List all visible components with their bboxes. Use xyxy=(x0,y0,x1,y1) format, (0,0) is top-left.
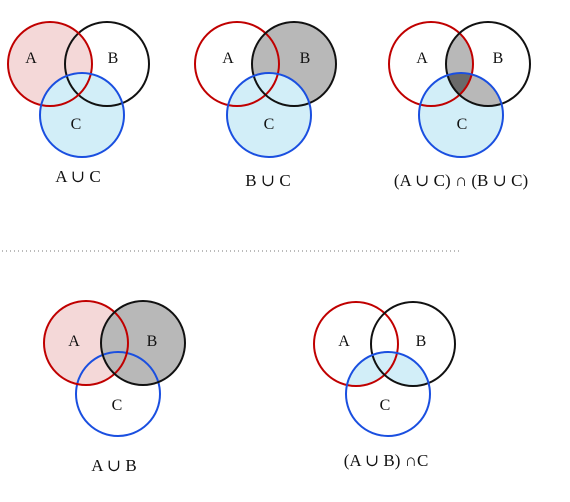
label-a: A xyxy=(338,333,350,350)
caption: (A ∪ B) ∩C xyxy=(344,451,429,470)
caption: B ∪ C xyxy=(245,171,290,190)
label-a: A xyxy=(222,50,234,67)
circle-c-fill xyxy=(40,73,124,157)
label-c: C xyxy=(112,397,123,414)
circle-a-outline xyxy=(7,21,93,107)
circle-a-outline xyxy=(313,301,399,387)
caption: (A ∪ C) ∩ (B ∪ C) xyxy=(394,171,528,190)
circle-c-outline xyxy=(418,72,504,158)
circle-b-outline xyxy=(100,300,186,386)
venn-diagram-b-union-c: A B C B ∪ C xyxy=(194,21,337,190)
circle-b-outline xyxy=(64,21,150,107)
venn-diagram-a-union-b-intersect-c: A B C (A ∪ B) ∩C xyxy=(313,301,456,470)
region-b-intersect-c xyxy=(446,73,503,106)
circle-c-outline xyxy=(75,351,161,437)
label-c: C xyxy=(380,397,391,414)
label-b: B xyxy=(416,333,427,350)
label-b: B xyxy=(147,333,158,350)
label-a: A xyxy=(25,50,37,67)
venn-diagram-a-union-c: A B C A ∪ C xyxy=(7,21,150,186)
venn-diagram-a-union-b: A B C A ∪ B xyxy=(43,300,186,475)
circle-c-outline xyxy=(345,351,431,437)
circle-c-fill xyxy=(227,73,311,157)
circle-a-outline xyxy=(43,300,129,386)
circle-c-outline xyxy=(226,72,312,158)
label-b: B xyxy=(493,50,504,67)
caption: A ∪ C xyxy=(55,167,100,186)
circle-c-outline xyxy=(39,72,125,158)
venn-diagram-a-union-c-intersect-b-union-c: A B C (A ∪ C) ∩ (B ∪ C) xyxy=(388,21,531,190)
label-c: C xyxy=(457,116,468,133)
caption: A ∪ B xyxy=(91,456,136,475)
label-c: C xyxy=(264,116,275,133)
circle-a-outline xyxy=(388,21,474,107)
label-b: B xyxy=(108,50,119,67)
circle-b-outline xyxy=(370,301,456,387)
label-a: A xyxy=(68,333,80,350)
circle-a-outline xyxy=(194,21,280,107)
label-c: C xyxy=(71,116,82,133)
circle-b-outline xyxy=(251,21,337,107)
label-a: A xyxy=(416,50,428,67)
circle-b-outline xyxy=(445,21,531,107)
label-b: B xyxy=(300,50,311,67)
